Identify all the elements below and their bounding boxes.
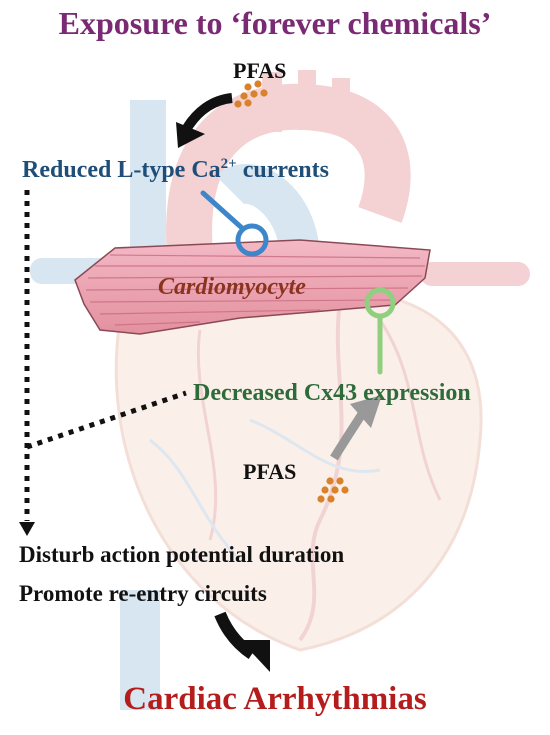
pfas-particles-mid	[317, 477, 349, 503]
cardiomyocyte-cell	[74, 239, 431, 335]
effect-reentry-circuits: Promote re-entry circuits	[19, 581, 267, 606]
reduced-calcium-currents-label: Reduced L-type Ca2+ currents	[22, 156, 329, 183]
heart-illustration	[30, 70, 530, 710]
reduced-label-text: Reduced L-type Ca	[22, 157, 221, 183]
pfas-to-cx43-arrow	[330, 395, 382, 461]
cardiomyocyte-label: Cardiomyocyte	[158, 274, 306, 300]
decreased-cx43-label: Decreased Cx43 expression	[193, 380, 471, 406]
pfas-to-calcium-arrow	[176, 93, 233, 148]
calcium-charge-superscript: 2+	[220, 156, 237, 172]
pfas-particles-top	[234, 80, 268, 108]
cx43-marker	[364, 287, 396, 375]
dotted-pathway	[19, 190, 187, 536]
page-title: Exposure to ‘forever chemicals’	[58, 5, 492, 41]
outcome-label: Cardiac Arrhythmias	[123, 681, 427, 717]
effects-to-outcome-arrow	[214, 611, 270, 672]
pfas-label-top: PFAS	[233, 58, 287, 83]
reduced-label-tail: currents	[236, 157, 329, 183]
pfas-label-mid: PFAS	[243, 459, 297, 484]
calcium-channel-marker	[200, 190, 269, 257]
effect-action-potential: Disturb action potential duration	[19, 542, 345, 567]
